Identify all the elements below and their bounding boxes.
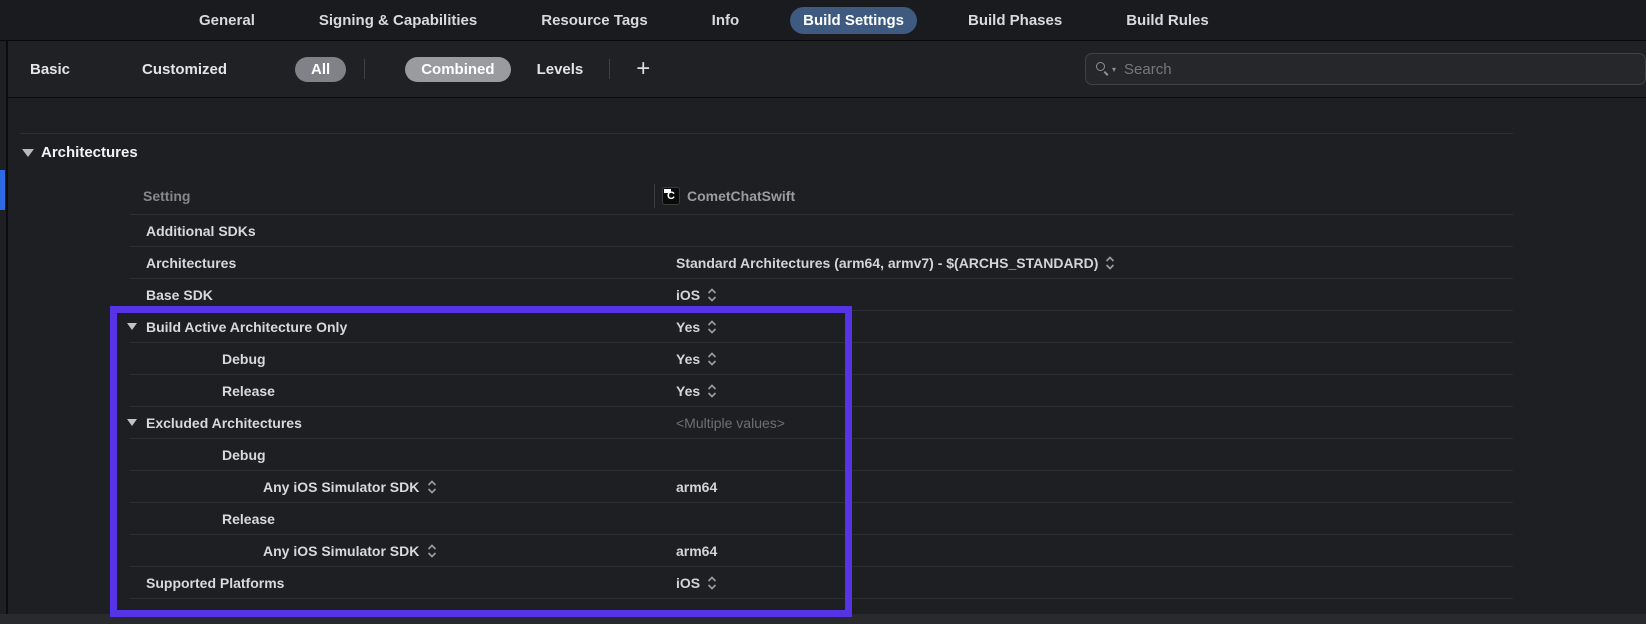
search-options-chevron-icon[interactable]: ▾ (1112, 64, 1117, 74)
table-row[interactable]: Additional SDKs (130, 215, 1513, 247)
tab-general[interactable]: General (199, 11, 255, 29)
setting-label: Debug (222, 446, 266, 463)
accent-scroll-indicator (0, 170, 5, 210)
disclosure-triangle-icon[interactable] (22, 148, 34, 157)
stepper-icon[interactable] (707, 351, 717, 366)
project-editor-tabbar: General Signing & Capabilities Resource … (0, 0, 1646, 41)
scope-all[interactable]: All (295, 56, 347, 82)
pane-left-divider (6, 41, 8, 624)
disclosure-triangle-icon[interactable] (127, 419, 137, 426)
stepper-icon[interactable] (707, 383, 717, 398)
section-title: Architectures (41, 144, 138, 161)
tab-resource-tags[interactable]: Resource Tags (541, 11, 648, 29)
search-field[interactable]: ▾ (1085, 53, 1646, 85)
toolbar-divider (364, 59, 366, 79)
target-app-icon: C (662, 187, 680, 205)
tab-build-rules[interactable]: Build Rules (1126, 11, 1209, 29)
column-divider (654, 184, 655, 208)
toolbar-divider (609, 59, 611, 79)
scope-customized[interactable]: Customized (142, 60, 228, 78)
setting-value[interactable]: Yes (676, 343, 717, 374)
build-settings-table: Additional SDKs Architectures Standard A… (127, 215, 1513, 599)
section-top-separator (20, 133, 1513, 134)
setting-label: Architectures (146, 254, 237, 271)
build-settings-filterbar: Basic Customized All Combined Levels + ▾ (8, 41, 1646, 98)
setting-value[interactable]: iOS (676, 279, 717, 310)
setting-label: Base SDK (146, 286, 213, 303)
stepper-icon[interactable] (707, 287, 717, 302)
architectures-section-header[interactable]: Architectures (22, 144, 138, 161)
setting-column-header: Setting (143, 188, 191, 204)
table-row[interactable]: Build Active Architecture Only Yes (127, 311, 1513, 343)
table-row[interactable]: Release (130, 503, 1513, 535)
table-row[interactable]: Supported Platforms iOS (130, 567, 1513, 599)
disclosure-triangle-icon[interactable] (127, 323, 137, 330)
target-column-header[interactable]: C CometChatSwift (654, 184, 795, 208)
setting-label: Release (222, 382, 275, 399)
setting-label: Supported Platforms (146, 574, 285, 591)
tab-build-settings[interactable]: Build Settings (790, 6, 918, 34)
setting-label: Debug (222, 350, 266, 367)
table-row[interactable]: Any iOS Simulator SDK arm64 (130, 471, 1513, 503)
view-levels[interactable]: Levels (536, 60, 584, 78)
stepper-icon[interactable] (427, 543, 437, 558)
view-combined[interactable]: Combined (405, 56, 511, 82)
table-row[interactable]: Release Yes (130, 375, 1513, 407)
setting-value[interactable]: Yes (676, 375, 717, 406)
tab-build-phases[interactable]: Build Phases (968, 11, 1063, 29)
setting-value[interactable]: <Multiple values> (676, 414, 785, 431)
tab-info[interactable]: Info (711, 11, 740, 29)
setting-label: Release (222, 510, 275, 527)
setting-value[interactable]: arm64 (676, 542, 718, 559)
table-row[interactable]: Any iOS Simulator SDK arm64 (130, 535, 1513, 567)
scope-basic[interactable]: Basic (30, 60, 71, 78)
setting-value[interactable]: iOS (676, 567, 717, 598)
setting-label: Excluded Architectures (127, 407, 302, 438)
stepper-icon[interactable] (427, 479, 437, 494)
search-icon (1096, 62, 1110, 76)
setting-value[interactable]: Standard Architectures (arm64, armv7) - … (676, 247, 1115, 278)
setting-label: Additional SDKs (146, 222, 256, 239)
bottom-strip (0, 614, 1646, 624)
setting-label: Any iOS Simulator SDK (263, 471, 437, 502)
table-header-row: Setting C CometChatSwift (130, 180, 1513, 215)
setting-label: Build Active Architecture Only (127, 311, 347, 342)
table-row[interactable]: Debug (130, 439, 1513, 471)
table-row[interactable]: Excluded Architectures <Multiple values> (127, 407, 1513, 439)
stepper-icon[interactable] (1105, 255, 1115, 270)
table-row[interactable]: Debug Yes (130, 343, 1513, 375)
target-name: CometChatSwift (687, 188, 796, 204)
table-row[interactable]: Base SDK iOS (130, 279, 1513, 311)
add-setting-button[interactable]: + (636, 55, 651, 82)
search-input[interactable] (1124, 60, 1645, 78)
stepper-icon[interactable] (707, 319, 717, 334)
setting-label: Any iOS Simulator SDK (263, 535, 437, 566)
table-row[interactable]: Architectures Standard Architectures (ar… (130, 247, 1513, 279)
setting-value[interactable]: arm64 (676, 478, 718, 495)
setting-value[interactable]: Yes (676, 311, 717, 342)
stepper-icon[interactable] (707, 575, 717, 590)
tab-signing-capabilities[interactable]: Signing & Capabilities (318, 11, 478, 29)
